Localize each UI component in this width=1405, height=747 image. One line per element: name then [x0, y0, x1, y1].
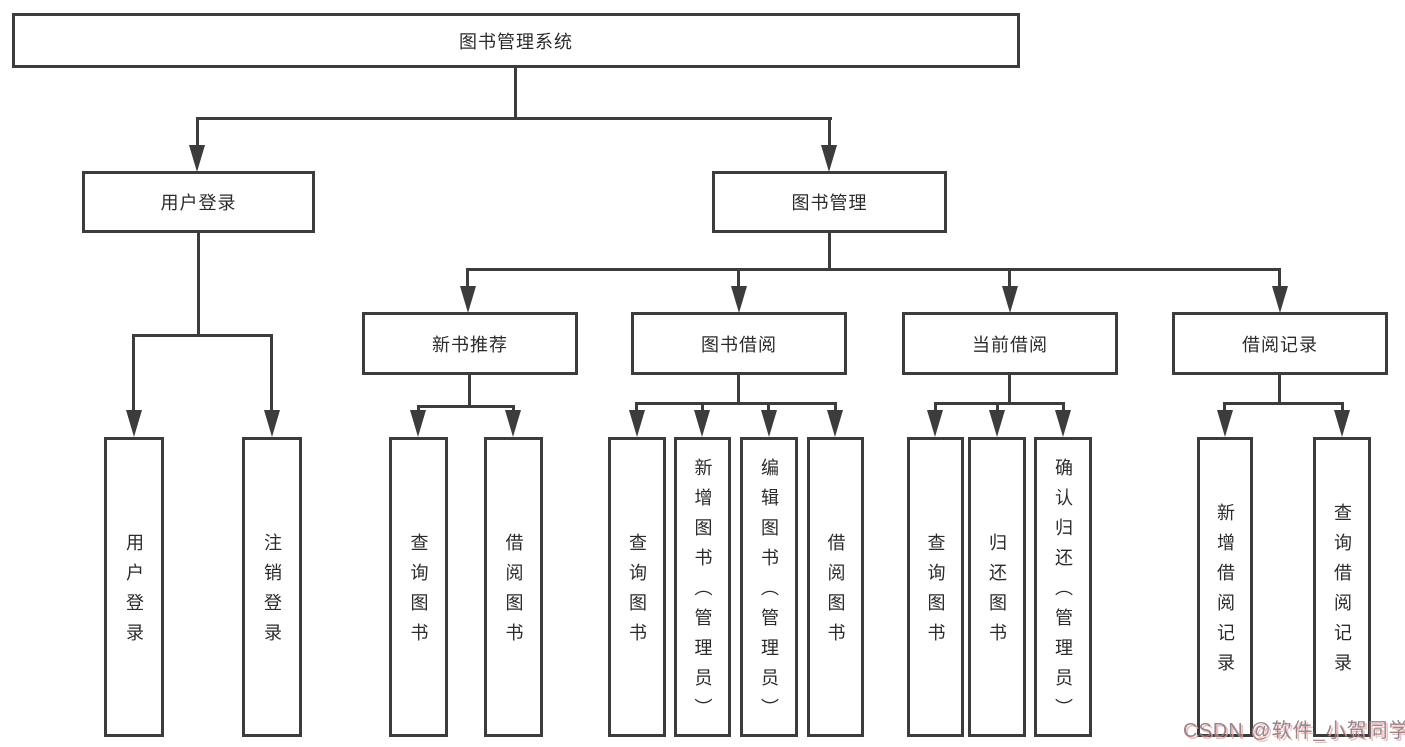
leaf-return-books: 归还图书 — [968, 437, 1026, 737]
connector-leaf-drop — [996, 402, 999, 413]
node-user-login-label: 用户登录 — [160, 193, 237, 213]
connector-mgmt-branch — [466, 268, 1281, 271]
connector-leaf-drop — [417, 405, 420, 413]
connector-leaf-drop — [834, 402, 837, 413]
connector-leaf-drop — [635, 402, 638, 413]
connector-user-branch — [133, 334, 273, 337]
connector-group-drop — [1008, 268, 1011, 288]
leaf-label: 查询借阅记录 — [1332, 503, 1352, 683]
connector-group-drop — [466, 268, 469, 288]
arrow-down-icon — [827, 410, 843, 437]
leaf-label: 借阅图书 — [503, 533, 524, 653]
leaf-add-books-admin: 新增图书（管理员） — [674, 437, 731, 737]
connector-current-branch — [934, 402, 1065, 405]
connector-recommend-stem — [468, 375, 471, 408]
node-new-book-recommend: 新书推荐 — [362, 312, 578, 375]
arrow-down-icon — [761, 410, 777, 437]
arrow-down-icon — [460, 286, 476, 313]
leaf-user-login-label: 用户登录 — [124, 533, 144, 653]
connector-mgmt-stem — [828, 233, 831, 271]
connector-leaf-drop — [1341, 402, 1344, 413]
leaf-logout: 注销登录 — [242, 437, 302, 737]
node-user-login: 用户登录 — [82, 171, 315, 233]
connector-records-branch — [1224, 402, 1344, 405]
leaf-label: 确认归还（管理员） — [1053, 458, 1073, 728]
connector-records-stem — [1278, 375, 1281, 405]
leaf-query-books-borrow: 查询图书 — [608, 437, 666, 737]
csdn-watermark: CSDN @软件_小贺同学 — [1183, 720, 1405, 742]
node-root-label: 图书管理系统 — [459, 31, 573, 52]
leaf-query-borrow-record: 查询借阅记录 — [1313, 437, 1371, 737]
connector-group-drop — [737, 268, 740, 288]
arrow-down-icon — [927, 410, 943, 437]
leaf-label: 新增图书（管理员） — [692, 458, 713, 728]
node-borrow-records-label: 借阅记录 — [1242, 334, 1318, 355]
arrow-down-icon — [1334, 410, 1350, 437]
node-current-borrow: 当前借阅 — [902, 312, 1118, 375]
node-borrow-records: 借阅记录 — [1172, 312, 1388, 375]
connector-leaf-drop — [1223, 402, 1226, 413]
connector-current-stem — [1008, 375, 1011, 405]
connector-root-stem — [514, 66, 517, 119]
connector-leaf-drop — [934, 402, 937, 413]
arrow-down-icon — [1055, 410, 1071, 437]
arrow-down-icon — [189, 145, 205, 172]
connector-leaf-drop — [1062, 402, 1065, 413]
connector-borrow-stem — [737, 375, 740, 405]
node-book-management: 图书管理 — [712, 171, 947, 233]
connector-recommend-branch — [417, 405, 515, 408]
arrow-down-icon — [126, 410, 142, 437]
leaf-confirm-return-admin: 确认归还（管理员） — [1034, 437, 1092, 737]
arrow-down-icon — [1002, 286, 1018, 313]
arrow-down-icon — [731, 286, 747, 313]
arrow-down-icon — [694, 410, 710, 437]
connector-book-mgmt-drop — [828, 117, 831, 148]
leaf-query-books-recommend: 查询图书 — [389, 437, 448, 737]
leaf-label: 查询图书 — [925, 533, 946, 653]
arrow-down-icon — [629, 410, 645, 437]
leaf-label: 查询图书 — [627, 533, 647, 653]
leaf-label: 借阅图书 — [825, 533, 846, 653]
leaf-add-borrow-record: 新增借阅记录 — [1197, 437, 1253, 737]
connector-user-login-drop — [196, 117, 199, 148]
node-root: 图书管理系统 — [12, 13, 1020, 68]
arrow-down-icon — [410, 410, 426, 437]
node-new-book-recommend-label: 新书推荐 — [432, 334, 508, 355]
connector-borrow-branch — [636, 402, 837, 405]
connector-user-stem — [197, 233, 200, 337]
leaf-query-books-current: 查询图书 — [907, 437, 964, 737]
connector-group-drop — [1278, 268, 1281, 288]
connector-leaf-drop — [132, 334, 135, 413]
arrow-down-icon — [989, 410, 1005, 437]
arrow-down-icon — [264, 410, 280, 437]
leaf-borrow-books-recommend: 借阅图书 — [484, 437, 543, 737]
leaf-label: 编辑图书（管理员） — [759, 458, 779, 728]
arrow-down-icon — [1272, 286, 1288, 313]
leaf-label: 归还图书 — [987, 533, 1007, 653]
leaf-label: 查询图书 — [408, 533, 429, 653]
node-book-management-label: 图书管理 — [791, 193, 868, 213]
leaf-label: 新增借阅记录 — [1215, 503, 1235, 683]
node-book-borrow-label: 图书借阅 — [701, 334, 777, 355]
connector-leaf-drop — [512, 405, 515, 413]
arrow-down-icon — [505, 410, 521, 437]
arrow-down-icon — [821, 145, 837, 172]
connector-leaf-drop — [767, 402, 770, 413]
leaf-borrow-books: 借阅图书 — [807, 437, 864, 737]
connector-leaf-drop — [270, 334, 273, 413]
connector-leaf-drop — [701, 402, 704, 413]
node-current-borrow-label: 当前借阅 — [972, 334, 1048, 355]
leaf-user-login: 用户登录 — [104, 437, 164, 737]
arrow-down-icon — [1217, 410, 1233, 437]
leaf-edit-books-admin: 编辑图书（管理员） — [740, 437, 798, 737]
connector-root-branch — [196, 117, 832, 120]
node-book-borrow: 图书借阅 — [631, 312, 847, 375]
leaf-logout-label: 注销登录 — [262, 533, 282, 653]
